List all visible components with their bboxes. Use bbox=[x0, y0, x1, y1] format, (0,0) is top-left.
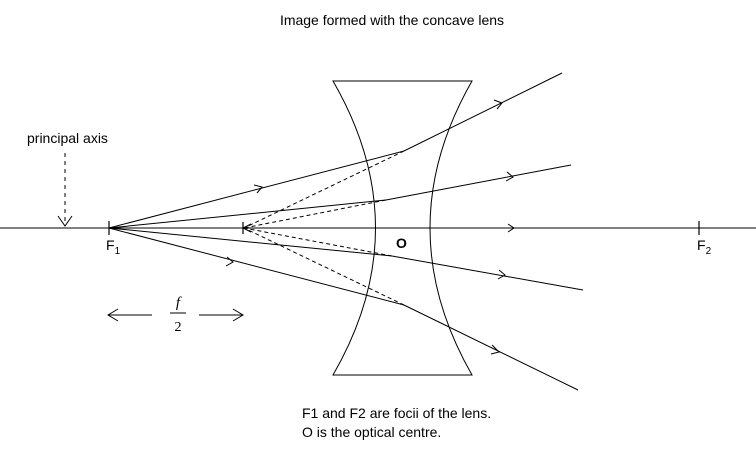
ray-1-arrow-2 bbox=[493, 99, 503, 110]
concave-lens bbox=[332, 80, 473, 376]
image-point-arrowhead bbox=[241, 223, 252, 233]
distance-indicator bbox=[107, 308, 244, 322]
ray-5 bbox=[108, 227, 579, 391]
ray-2-arrow bbox=[505, 171, 514, 182]
caption-line-1: F1 and F2 are focii of the lens. bbox=[302, 405, 491, 421]
ray-1 bbox=[108, 72, 563, 229]
focus-left-label: F1 bbox=[106, 237, 121, 257]
ray-5-arrow-2 bbox=[490, 344, 500, 355]
caption-line-2: O is the optical centre. bbox=[302, 424, 441, 440]
distance-label-numerator: f bbox=[176, 295, 182, 311]
ray-5-arrow-1 bbox=[225, 256, 234, 267]
optical-centre-label: O bbox=[396, 235, 407, 251]
ray-2 bbox=[108, 164, 572, 229]
ray-4-arrow bbox=[497, 269, 506, 280]
ray-3-arrow bbox=[507, 223, 515, 233]
principal-axis-label: principal axis bbox=[27, 130, 108, 146]
principal-axis-pointer-head bbox=[57, 215, 73, 227]
ray-3 bbox=[507, 223, 515, 233]
diagram-title: Image formed with the concave lens bbox=[280, 12, 504, 28]
focus-right-label: F2 bbox=[697, 237, 712, 257]
distance-label-denominator: 2 bbox=[175, 320, 182, 335]
ray-1-arrow-1 bbox=[253, 184, 263, 194]
ray-4 bbox=[108, 227, 584, 291]
